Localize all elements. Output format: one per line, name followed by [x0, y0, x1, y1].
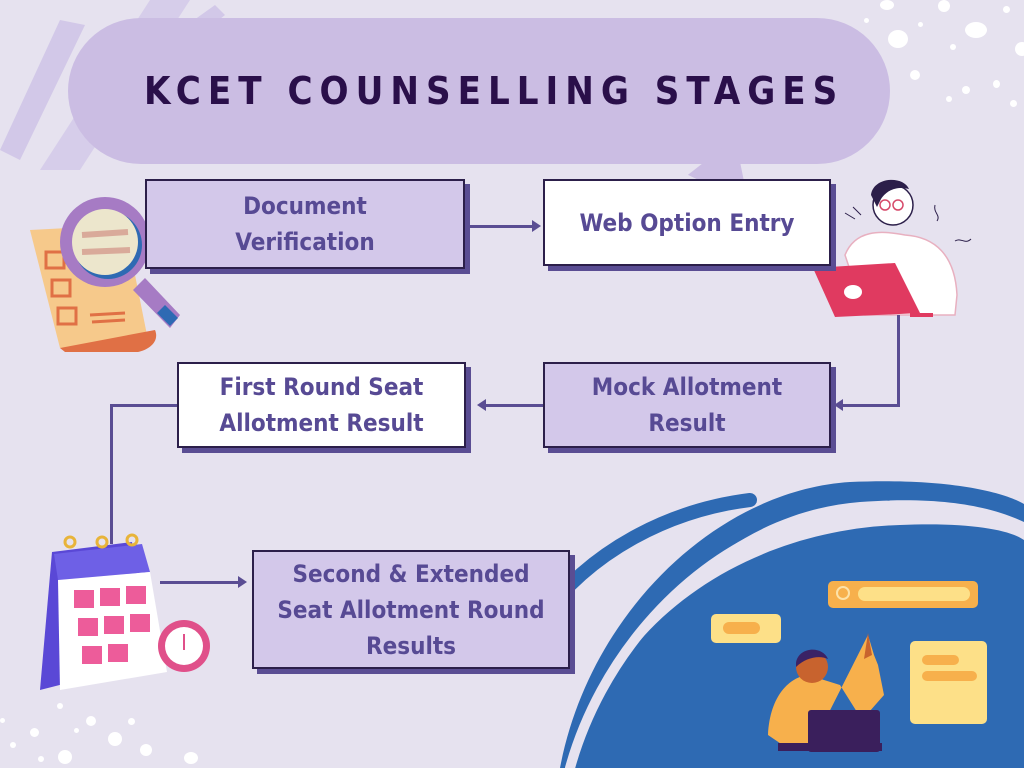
person-with-laptop-illustration [813, 179, 972, 317]
title-speech-bubble [68, 18, 890, 164]
stage-web-option-entry: Web Option Entry [543, 179, 831, 266]
document-magnifier-icon [30, 197, 180, 352]
stage-label: Allotment Result [219, 409, 424, 437]
stage-label: Mock Allotment [591, 373, 783, 401]
page-title: KCET COUNSELLING STAGES [144, 69, 845, 113]
stage-label: Results [365, 631, 457, 660]
stage-label: Second & Extended [292, 559, 530, 588]
stage-label: Verification [235, 228, 375, 256]
card-illustration-small [711, 614, 781, 643]
stage-label: Result [648, 409, 726, 437]
calendar-clock-icon [40, 533, 210, 690]
search-icon [836, 586, 850, 600]
person-search-interface-illustration [768, 633, 884, 752]
stage-label: First Round Seat [219, 373, 424, 401]
stage-label: Seat Allotment Round [277, 595, 545, 624]
stage-label: Web Option Entry [579, 208, 795, 237]
stage-document-verification: Document Verification [145, 179, 465, 269]
stage-mock-allotment-result: Mock Allotment Result [543, 362, 831, 448]
search-bar-illustration [828, 581, 978, 608]
stage-label: Document [243, 192, 367, 220]
stage-first-round-seat-allotment-result: First Round Seat Allotment Result [177, 362, 466, 448]
stage-second-extended-seat-allotment: Second & Extended Seat Allotment Round R… [252, 550, 570, 669]
card-illustration-tall [910, 641, 987, 724]
